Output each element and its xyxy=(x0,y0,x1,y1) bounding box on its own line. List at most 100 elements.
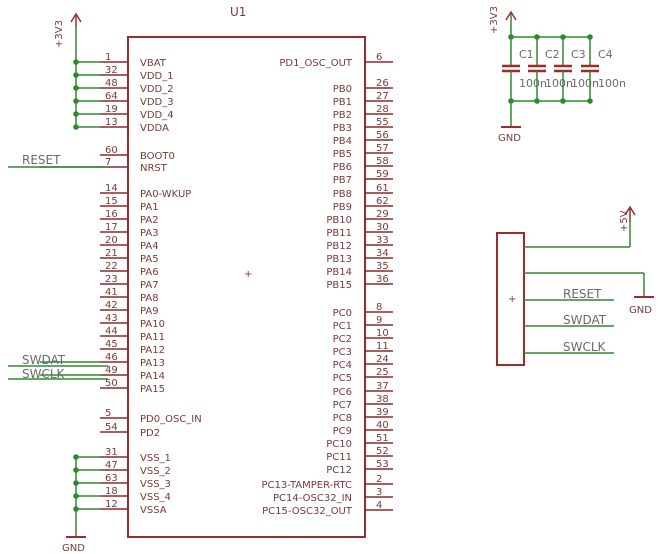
pin-number: 46 xyxy=(105,352,118,363)
cap-ref: C4 xyxy=(598,48,613,61)
chip-ground-net: GND xyxy=(62,455,86,554)
pin-number: 17 xyxy=(105,222,118,233)
pin-number: 49 xyxy=(105,365,118,376)
junction-dot xyxy=(73,124,79,130)
pin-name: PC6 xyxy=(333,387,352,398)
swd-connector[interactable]: + +5V GND RESET SWDAT SWCLK xyxy=(496,205,654,366)
chip-u1[interactable]: U1 + xyxy=(127,5,366,538)
pin-name: PC11 xyxy=(326,452,352,463)
pin-name: PC4 xyxy=(333,360,352,371)
pin-number: 45 xyxy=(105,339,118,350)
pin-name: PB6 xyxy=(333,162,352,173)
pin-name: PC1 xyxy=(333,321,352,332)
capacitor[interactable]: C4 100n xyxy=(581,34,626,104)
conn-swclk-netlabel: SWCLK xyxy=(563,340,607,354)
pin-number: 25 xyxy=(376,367,389,378)
pin-name: PC0 xyxy=(333,308,352,319)
pin-name: PB9 xyxy=(333,202,352,213)
pin-number: 61 xyxy=(376,183,389,194)
v3v3-chip-label: +3V3 xyxy=(54,20,65,48)
pin-number: 16 xyxy=(105,209,118,220)
pin-number: 40 xyxy=(376,420,389,431)
pin-name: PA2 xyxy=(140,215,159,226)
pin-number: 32 xyxy=(105,65,118,76)
pin-name: PA6 xyxy=(140,267,159,278)
cap-value: 100n xyxy=(598,77,626,90)
pin-number: 8 xyxy=(376,302,382,313)
junction-dot xyxy=(534,98,540,104)
chip-body xyxy=(127,36,366,538)
pin-name: PB3 xyxy=(333,123,352,134)
pin-number: 4 xyxy=(376,500,382,511)
pin-name: VDD_2 xyxy=(140,84,174,95)
